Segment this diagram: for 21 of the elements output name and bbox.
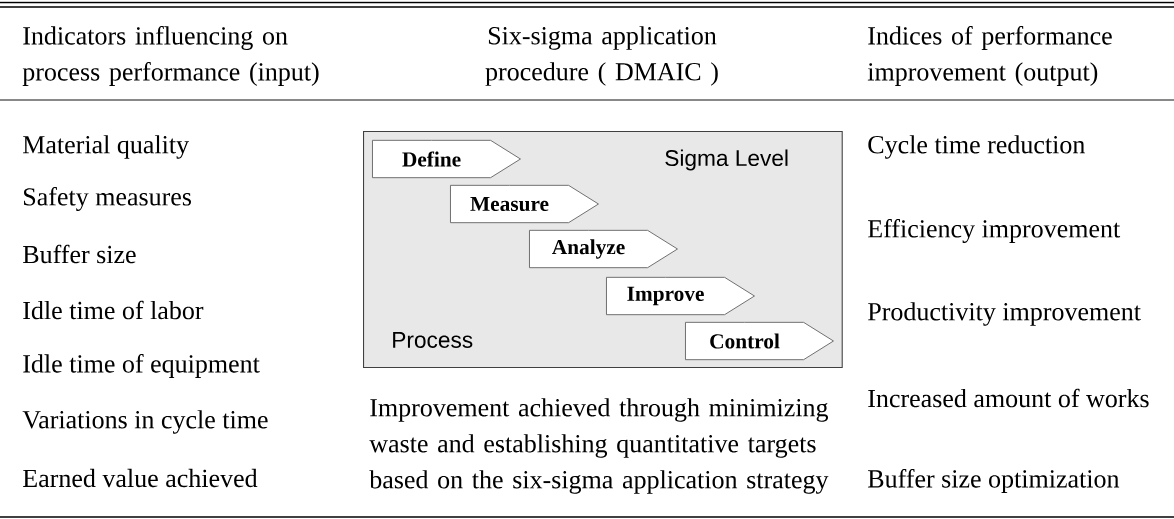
- step-pentagon: Control: [685, 321, 834, 361]
- table-cell: Variations in cycle time: [22, 410, 268, 434]
- step-pentagon: Define: [372, 139, 521, 179]
- table-cell: Earned value achieved: [23, 468, 258, 488]
- table-cell: Buffer size: [23, 244, 136, 264]
- table-cell: Increased amount of works: [868, 388, 1149, 408]
- table-cell: Safety measures: [24, 187, 191, 211]
- table-cell: Buffer size optimization: [868, 469, 1120, 493]
- step-pentagon: Improve: [606, 276, 755, 316]
- column-header: Indices of performance improvement (output): [867, 26, 1112, 86]
- table-cell: Idle time of equipment: [23, 354, 260, 378]
- step-pentagon: Measure: [450, 184, 599, 224]
- step-pentagon: Analyze: [529, 229, 678, 269]
- table-cell: Material quality: [23, 135, 189, 159]
- column-header: Six-sigma application procedure ( DMAIC ): [485, 26, 718, 86]
- table-cell: Efficiency improvement: [868, 219, 1121, 243]
- table-cell: Idle time of labor: [23, 300, 204, 320]
- table-cell: Productivity improvement: [868, 302, 1141, 326]
- table-cell: Improvement achieved through minimizing waste and establishing quantitative targets based on the six-sigma application strategy: [369, 398, 829, 494]
- table-cell: Cycle time reduction: [868, 135, 1085, 159]
- column-header: Indicators influencing on process performance (input): [22, 26, 319, 86]
